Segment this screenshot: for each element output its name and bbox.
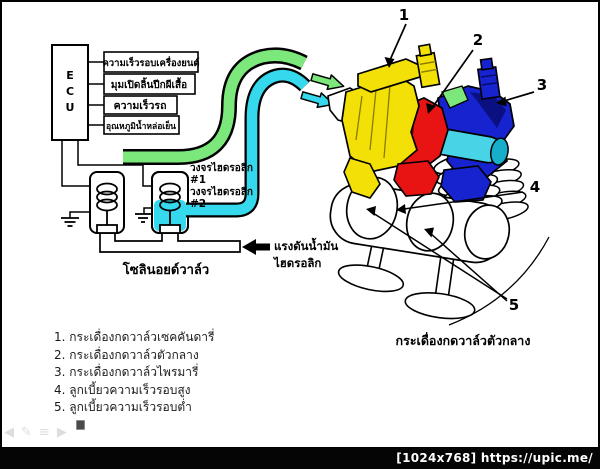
callout-1-arrow-icon: [384, 57, 395, 68]
oil-passage-green: [441, 85, 469, 109]
vtec-system-diagram: E C U ความเร็วรอบเครื่องยนต์ มุมเปิดลิ้น…: [51, 6, 550, 348]
oil-supply-pipe: [99, 232, 241, 253]
legend-item: 1. กระเดื่องกดวาล์วเซคคันดารี่: [54, 330, 215, 344]
hydraulic-pipe-circuit1: [123, 50, 307, 163]
callout-2-arrow-icon: [426, 103, 436, 114]
rocker-foot-red: [393, 160, 440, 197]
ecu-box: [51, 44, 89, 141]
pressure-label-line1: แรงดันน้ำมัน: [274, 237, 338, 253]
sensor-box-throttle-angle: [103, 73, 196, 95]
callout-4: 4: [530, 178, 540, 196]
menu-icon[interactable]: ≡: [38, 425, 50, 440]
circuit2-label: วงจรไฮดรอลิก: [190, 185, 253, 198]
ground-icon: [61, 211, 90, 227]
legend-item: 2. กระเดื่องกดวาล์วตัวกลาง: [54, 347, 199, 362]
mechanism-caption: กระเดื่องกดวาล์วตัวกลาง: [396, 332, 531, 348]
callout-4-arrow-icon: [396, 204, 406, 214]
hydraulic-pipes: [123, 47, 311, 218]
coil-icon: [96, 182, 118, 225]
sensor-label: มุมเปิดลิ้นปีกผีเสื้อ: [111, 77, 187, 91]
rocker-mechanism: [327, 43, 529, 320]
callout-3: 3: [537, 76, 547, 94]
callout-5-arrow-icon: [424, 227, 434, 238]
sensor-box-coolant-temp: [103, 115, 180, 135]
ecu-letter: E: [66, 69, 74, 82]
callout-2: 2: [473, 31, 483, 49]
callout-1: 1: [399, 6, 409, 24]
callout-5-arrow-icon: [366, 206, 376, 216]
callout-5: 5: [509, 296, 519, 314]
small-badge-icon: [76, 420, 85, 430]
flow-arrow-cyan-icon: [300, 91, 335, 109]
ecu-letter: C: [66, 85, 74, 98]
forward-icon[interactable]: ▶: [56, 425, 67, 440]
ground-icon: [135, 207, 152, 223]
hydraulic-pipe-circuit2: [186, 69, 309, 216]
sensor-label: ความเร็วรอบเครื่องยนต์: [102, 55, 199, 69]
ecu-input-connectors: [88, 61, 104, 126]
statusbar-text: [1024x768] https://upic.me/: [396, 451, 593, 465]
flow-arrow-green-icon: [310, 73, 345, 91]
back-icon[interactable]: ◀: [4, 425, 14, 440]
solenoid-valves: [61, 171, 189, 234]
status-bar: [1024x768] https://upic.me/: [0, 448, 600, 469]
circuit1-number: #1: [190, 174, 206, 186]
callouts: 1 2 3 4 5: [366, 6, 547, 314]
edit-icon[interactable]: ✎: [21, 425, 32, 440]
legend-item: 3. กระเดื่องกดวาล์วไพรมารี่: [54, 365, 199, 380]
legend-item: 5. ลูกเบี้ยวความเร็วรอบต่ำ: [54, 400, 192, 415]
ecu-wire-1: [61, 140, 90, 187]
adjuster-screw-blue: [476, 57, 501, 101]
cam-lobe-low-speed-right: [463, 204, 511, 260]
coil-icon: [159, 182, 181, 225]
rocker-foot-blue: [440, 165, 492, 203]
valve-plunger: [159, 224, 181, 234]
callout-3-arrow-icon: [496, 96, 507, 107]
circuit2-number: #2: [190, 198, 206, 210]
ecu-block: E C U ความเร็วรอบเครื่องยนต์ มุมเปิดลิ้น…: [51, 44, 200, 187]
pressure-label-line2: ไฮดรอลิก: [272, 256, 321, 270]
solenoid-caption: โซลินอยด์วาล์ว: [122, 261, 209, 278]
circuit1-label: วงจรไฮดรอลิก: [190, 161, 253, 174]
ecu-letter: U: [66, 101, 75, 114]
viewer-controls: ◀ ✎ ≡ ▶: [4, 425, 67, 441]
valve-plunger: [96, 224, 118, 234]
legend-list: 1. กระเดื่องกดวาล์วเซคคันดารี่ 2. กระเดื…: [54, 329, 354, 417]
sensor-label: ความเร็วรถ: [114, 98, 167, 112]
sensor-box-engine-speed: [103, 51, 199, 73]
legend-item: 4. ลูกเบี้ยวความเร็วรอบสูง: [54, 382, 191, 397]
sensor-label: อุณหภูมิน้ำหล่อเย็น: [106, 119, 176, 132]
rocker-arm-secondary-yellow: [341, 75, 420, 173]
rocker-finger-yellow: [343, 157, 381, 199]
sensor-box-vehicle-speed: [103, 95, 178, 115]
adjuster-screw-yellow: [415, 43, 441, 89]
oil-pressure-arrow-icon: [242, 239, 270, 255]
caption-leader-line: [448, 236, 550, 326]
